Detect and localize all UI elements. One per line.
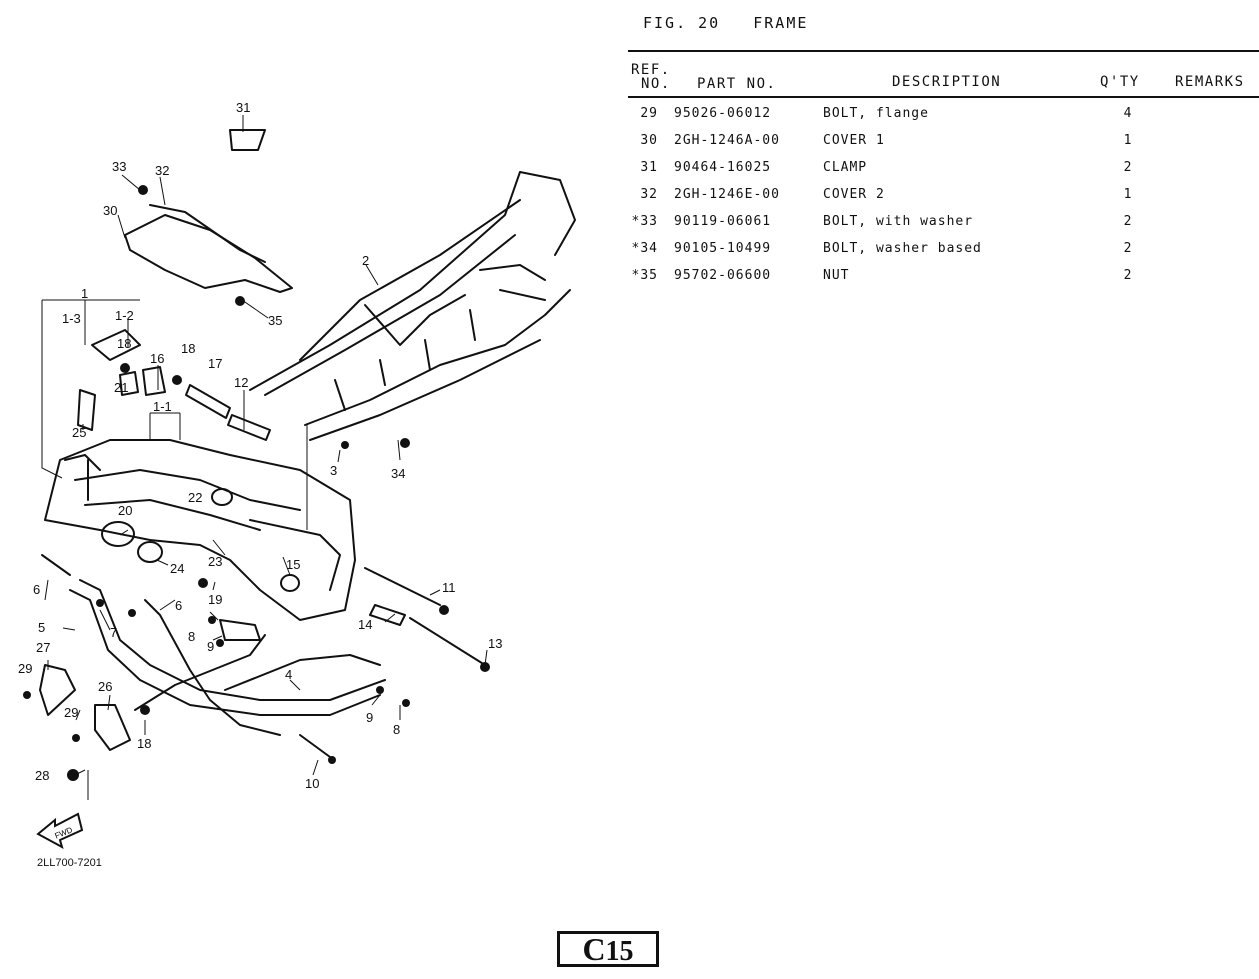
table-row: 31 90464-16025 CLAMP 2: [0, 160, 1259, 180]
cell-description: CLAMP: [823, 160, 868, 175]
table-row: 30 2GH-1246A-00 COVER 1 1: [0, 133, 1259, 153]
leader-lines: [41, 115, 488, 800]
header-qty: Q'TY: [1100, 74, 1140, 90]
callout-label: 18: [117, 336, 131, 351]
callout-label: 5: [38, 620, 45, 635]
cell-description: BOLT, with washer: [823, 214, 974, 229]
callout-label: 29: [64, 705, 78, 720]
callout-label: 15: [286, 557, 300, 572]
callout-label: 1-1: [153, 399, 172, 414]
callout-label: 1-3: [62, 311, 81, 326]
callout-label: 13: [488, 636, 502, 651]
callout-label: 31: [236, 100, 250, 115]
cell-description: COVER 2: [823, 187, 885, 202]
figure-title: FIG. 20 FRAME: [643, 14, 830, 32]
callout-label: 4: [285, 667, 292, 682]
header-ref-line1: REF.: [631, 62, 671, 78]
callout-numbers: 31 33 32 30 35 2 1 1-3 1-2 16 18 18 17 1…: [18, 100, 502, 791]
callout-label: 6: [33, 582, 40, 597]
cell-ref: *34: [631, 241, 658, 256]
callout-label: 10: [305, 776, 319, 791]
callout-label: 19: [208, 592, 222, 607]
header-ref-line2: NO.: [641, 76, 671, 92]
cell-ref: *33: [631, 214, 658, 229]
table-row: 29 95026-06012 BOLT, flange 4: [0, 106, 1259, 126]
callout-label: 2: [362, 253, 369, 268]
callout-label: 1: [81, 286, 88, 301]
cell-part-no: 90119-06061: [674, 214, 772, 229]
callout-label: 9: [207, 639, 214, 654]
cell-part-no: 95026-06012: [674, 106, 772, 121]
cell-description: COVER 1: [823, 133, 885, 148]
callout-label: 16: [150, 351, 164, 366]
callout-label: 6: [175, 598, 182, 613]
table-row: *34 90105-10499 BOLT, washer based 2: [0, 241, 1259, 261]
cell-qty: 2: [1123, 268, 1133, 283]
cell-part-no: 95702-06600: [674, 268, 772, 283]
cell-description: NUT: [823, 268, 850, 283]
callout-label: 24: [170, 561, 184, 576]
table-row: *35 95702-06600 NUT 2: [0, 268, 1259, 288]
callout-label: 17: [208, 356, 222, 371]
cell-qty: 1: [1123, 187, 1133, 202]
drawing-code: 2LL700-7201: [37, 857, 102, 869]
cell-qty: 1: [1123, 133, 1133, 148]
cell-ref: 29: [640, 106, 658, 121]
exploded-frame-diagram: 31 33 32 30 35 2 1 1-3 1-2 16 18 18 17 1…: [18, 100, 576, 850]
page-code-box: C15: [557, 931, 659, 967]
cell-description: BOLT, washer based: [823, 241, 982, 256]
callout-label: 33: [112, 159, 126, 174]
page-code-number: 15: [605, 936, 634, 967]
forward-arrow-icon: FWD: [36, 812, 84, 850]
callout-label: 32: [155, 163, 169, 178]
cell-part-no: 2GH-1246A-00: [674, 133, 780, 148]
cell-ref: 32: [640, 187, 658, 202]
cell-qty: 2: [1123, 214, 1133, 229]
callout-label: 34: [391, 466, 405, 481]
callout-label: 21: [114, 380, 128, 395]
callout-label: 27: [36, 640, 50, 655]
cell-qty: 4: [1123, 106, 1133, 121]
callout-label: 29: [18, 661, 32, 676]
figure-label: FIG. 20: [643, 14, 721, 32]
callout-label: 1-2: [115, 308, 134, 323]
callout-label: 18: [181, 341, 195, 356]
callout-label: 9: [366, 710, 373, 725]
table-row: 32 2GH-1246E-00 COVER 2 1: [0, 187, 1259, 207]
cell-part-no: 90105-10499: [674, 241, 772, 256]
header-description: DESCRIPTION: [892, 74, 1002, 90]
table-top-rule: [628, 50, 1259, 52]
callout-label: 20: [118, 503, 132, 518]
callout-label: 12: [234, 375, 248, 390]
table-row: *33 90119-06061 BOLT, with washer 2: [0, 214, 1259, 234]
hardware-dots: [23, 185, 490, 781]
callout-label: 18: [137, 736, 151, 751]
cell-part-no: 2GH-1246E-00: [674, 187, 780, 202]
cell-ref: 31: [640, 160, 658, 175]
cell-ref: *35: [631, 268, 658, 283]
figure-name: FRAME: [753, 14, 809, 32]
callout-label: 3: [330, 463, 337, 478]
cell-part-no: 90464-16025: [674, 160, 772, 175]
cell-description: BOLT, flange: [823, 106, 929, 121]
cell-ref: 30: [640, 133, 658, 148]
callout-label: 30: [103, 203, 117, 218]
cell-qty: 2: [1123, 160, 1133, 175]
callout-label: 8: [188, 629, 195, 644]
callout-label: 26: [98, 679, 112, 694]
table-header-rule: [628, 96, 1259, 98]
page-code-letter: C: [582, 931, 606, 967]
callout-label: 22: [188, 490, 202, 505]
header-remarks: REMARKS: [1175, 74, 1245, 90]
callout-label: 28: [35, 768, 49, 783]
callout-label: 8: [393, 722, 400, 737]
callout-label: 35: [268, 313, 282, 328]
callout-label: 25: [72, 425, 86, 440]
header-part-no: PART NO.: [697, 76, 777, 92]
callout-label: 11: [442, 580, 456, 595]
callout-label: 23: [208, 554, 222, 569]
callout-label: 14: [358, 617, 372, 632]
cell-qty: 2: [1123, 241, 1133, 256]
callout-label: 7: [110, 625, 117, 640]
